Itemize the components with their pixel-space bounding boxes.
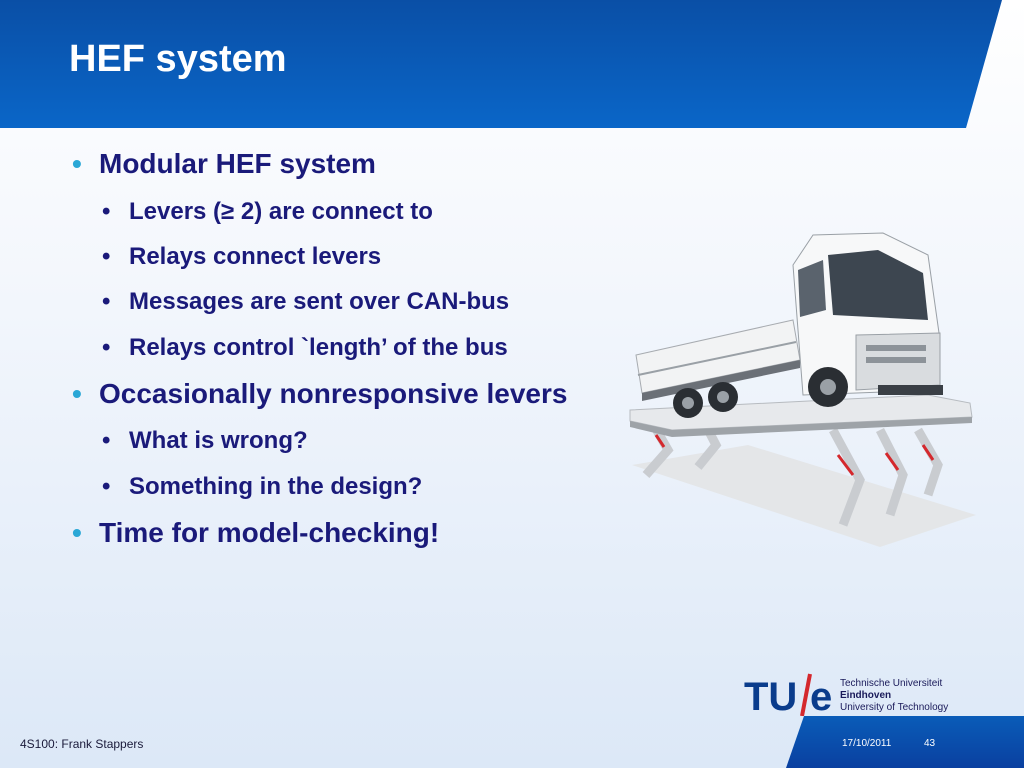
bullet-item: • Occasionally nonresponsive levers [72,378,567,410]
bullet-dot-icon: • [102,198,111,225]
bullet-dot-icon: • [72,517,82,548]
footer-page-number: 43 [924,738,936,749]
svg-text:e: e [810,675,832,716]
footer-course-author: 4S100: Frank Stappers [20,737,144,751]
header-band: HEF system [0,0,1024,128]
bullet-text: Levers (≥ 2) are connect to [129,198,433,225]
bullet-text: Messages are sent over CAN-bus [129,288,510,315]
logo-line-1: Technische Universiteit [840,678,943,689]
header-background [0,0,1002,128]
bullet-dot-icon: • [102,334,111,361]
tue-logo: TU e [744,673,832,716]
bullet-text: Time for model-checking! [99,517,440,548]
sub-bullet-item: • Relays control `length’ of the bus [102,334,508,362]
bullet-text: Modular HEF system [99,148,376,179]
bullet-dot-icon: • [102,473,111,500]
bullet-text: Something in the design? [129,473,423,500]
footer-date: 17/10/2011 [842,738,892,749]
logo-line-3: University of Technology [840,702,949,713]
bullet-text: Occasionally nonresponsive levers [99,378,568,409]
sub-bullet-item: • What is wrong? [102,427,308,455]
bullet-text: Relays connect levers [129,243,382,270]
bullet-text: Relays control `length’ of the bus [129,334,508,361]
sub-bullet-item: • Messages are sent over CAN-bus [102,288,509,316]
bullet-dot-icon: • [102,243,111,270]
sub-bullet-item: • Relays connect levers [102,243,381,271]
bullet-dot-icon: • [102,288,111,315]
bullet-dot-icon: • [72,378,82,409]
footer-band [786,716,1024,768]
svg-text:TU: TU [744,675,797,716]
bullet-list: • Modular HEF system • Levers (≥ 2) are co… [0,0,640,600]
bullet-item: • Time for model-checking! [72,517,439,549]
bullet-dot-icon: • [102,427,111,454]
bullet-item: • Modular HEF system [72,148,376,180]
bullet-dot-icon: • [72,148,82,179]
truck-lift-image [629,232,976,547]
sub-bullet-item: • Levers (≥ 2) are connect to [102,198,433,226]
slide-title: HEF system [69,38,287,80]
logo-line-2: Eindhoven [840,690,892,701]
bullet-text: What is wrong? [129,427,308,454]
sub-bullet-item: • Something in the design? [102,473,422,501]
